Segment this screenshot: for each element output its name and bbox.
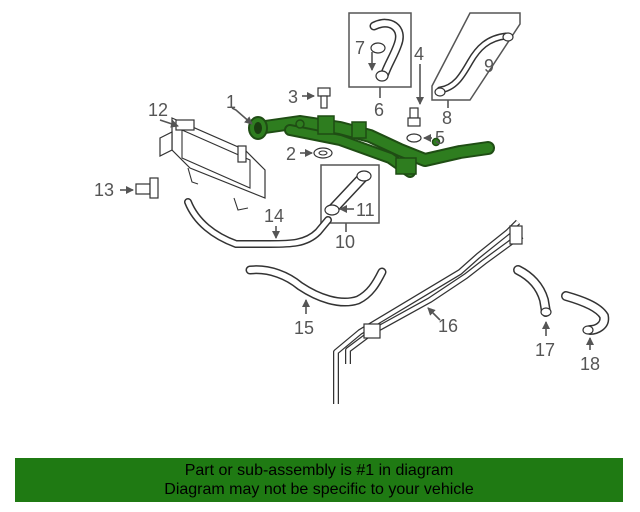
callout-18[interactable]: 18	[580, 354, 600, 374]
callout-14[interactable]: 14	[264, 206, 284, 226]
banner-line-part-info: Part or sub-assembly is #1 in diagram	[184, 462, 454, 479]
callout-13[interactable]: 13	[94, 180, 114, 200]
callout-15[interactable]: 15	[294, 318, 314, 338]
part-14-hose[interactable]	[184, 198, 332, 248]
callout-6[interactable]: 6	[374, 100, 384, 120]
part-16-cooler-pipe[interactable]	[333, 219, 524, 404]
callout-leaders	[120, 52, 594, 350]
part-4-sensor[interactable]	[407, 107, 421, 127]
part-12-oil-cooler[interactable]	[159, 117, 266, 211]
callout-4[interactable]: 4	[414, 44, 424, 64]
callout-8[interactable]: 8	[442, 108, 452, 128]
part-5-washer[interactable]	[406, 133, 422, 143]
callout-7[interactable]: 7	[355, 38, 365, 58]
callout-3[interactable]: 3	[288, 87, 298, 107]
part-13-bolt[interactable]	[135, 177, 159, 199]
part-1-water-pipe[interactable]	[248, 115, 495, 178]
callout-1[interactable]: 1	[226, 92, 236, 112]
callout-5[interactable]: 5	[435, 128, 445, 148]
part-3-bolt[interactable]	[317, 87, 331, 109]
part-7-clamp[interactable]	[370, 42, 389, 82]
callout-labels: 1 2 3 4 5 6 7 8 9 10 11 12 13 14 15 16 1…	[94, 38, 600, 374]
info-banner: Part or sub-assembly is #1 in diagram Di…	[15, 458, 623, 502]
callout-11[interactable]: 11	[356, 200, 375, 220]
callout-9[interactable]: 9	[484, 56, 494, 76]
callout-12[interactable]: 12	[148, 100, 168, 120]
part-18-hose[interactable]	[561, 291, 610, 335]
part-8-hose-assembly[interactable]	[431, 12, 521, 101]
callout-16[interactable]: 16	[438, 316, 458, 336]
callout-17[interactable]: 17	[535, 340, 555, 360]
part-17-hose[interactable]	[513, 265, 552, 317]
callout-10[interactable]: 10	[335, 232, 355, 252]
banner-line-disclaimer: Diagram may not be specific to your vehi…	[164, 481, 474, 498]
part-15-hose[interactable]	[245, 265, 387, 307]
callout-2[interactable]: 2	[286, 144, 296, 164]
part-2-gasket[interactable]	[313, 147, 333, 159]
part-9-clamp[interactable]	[434, 32, 514, 97]
